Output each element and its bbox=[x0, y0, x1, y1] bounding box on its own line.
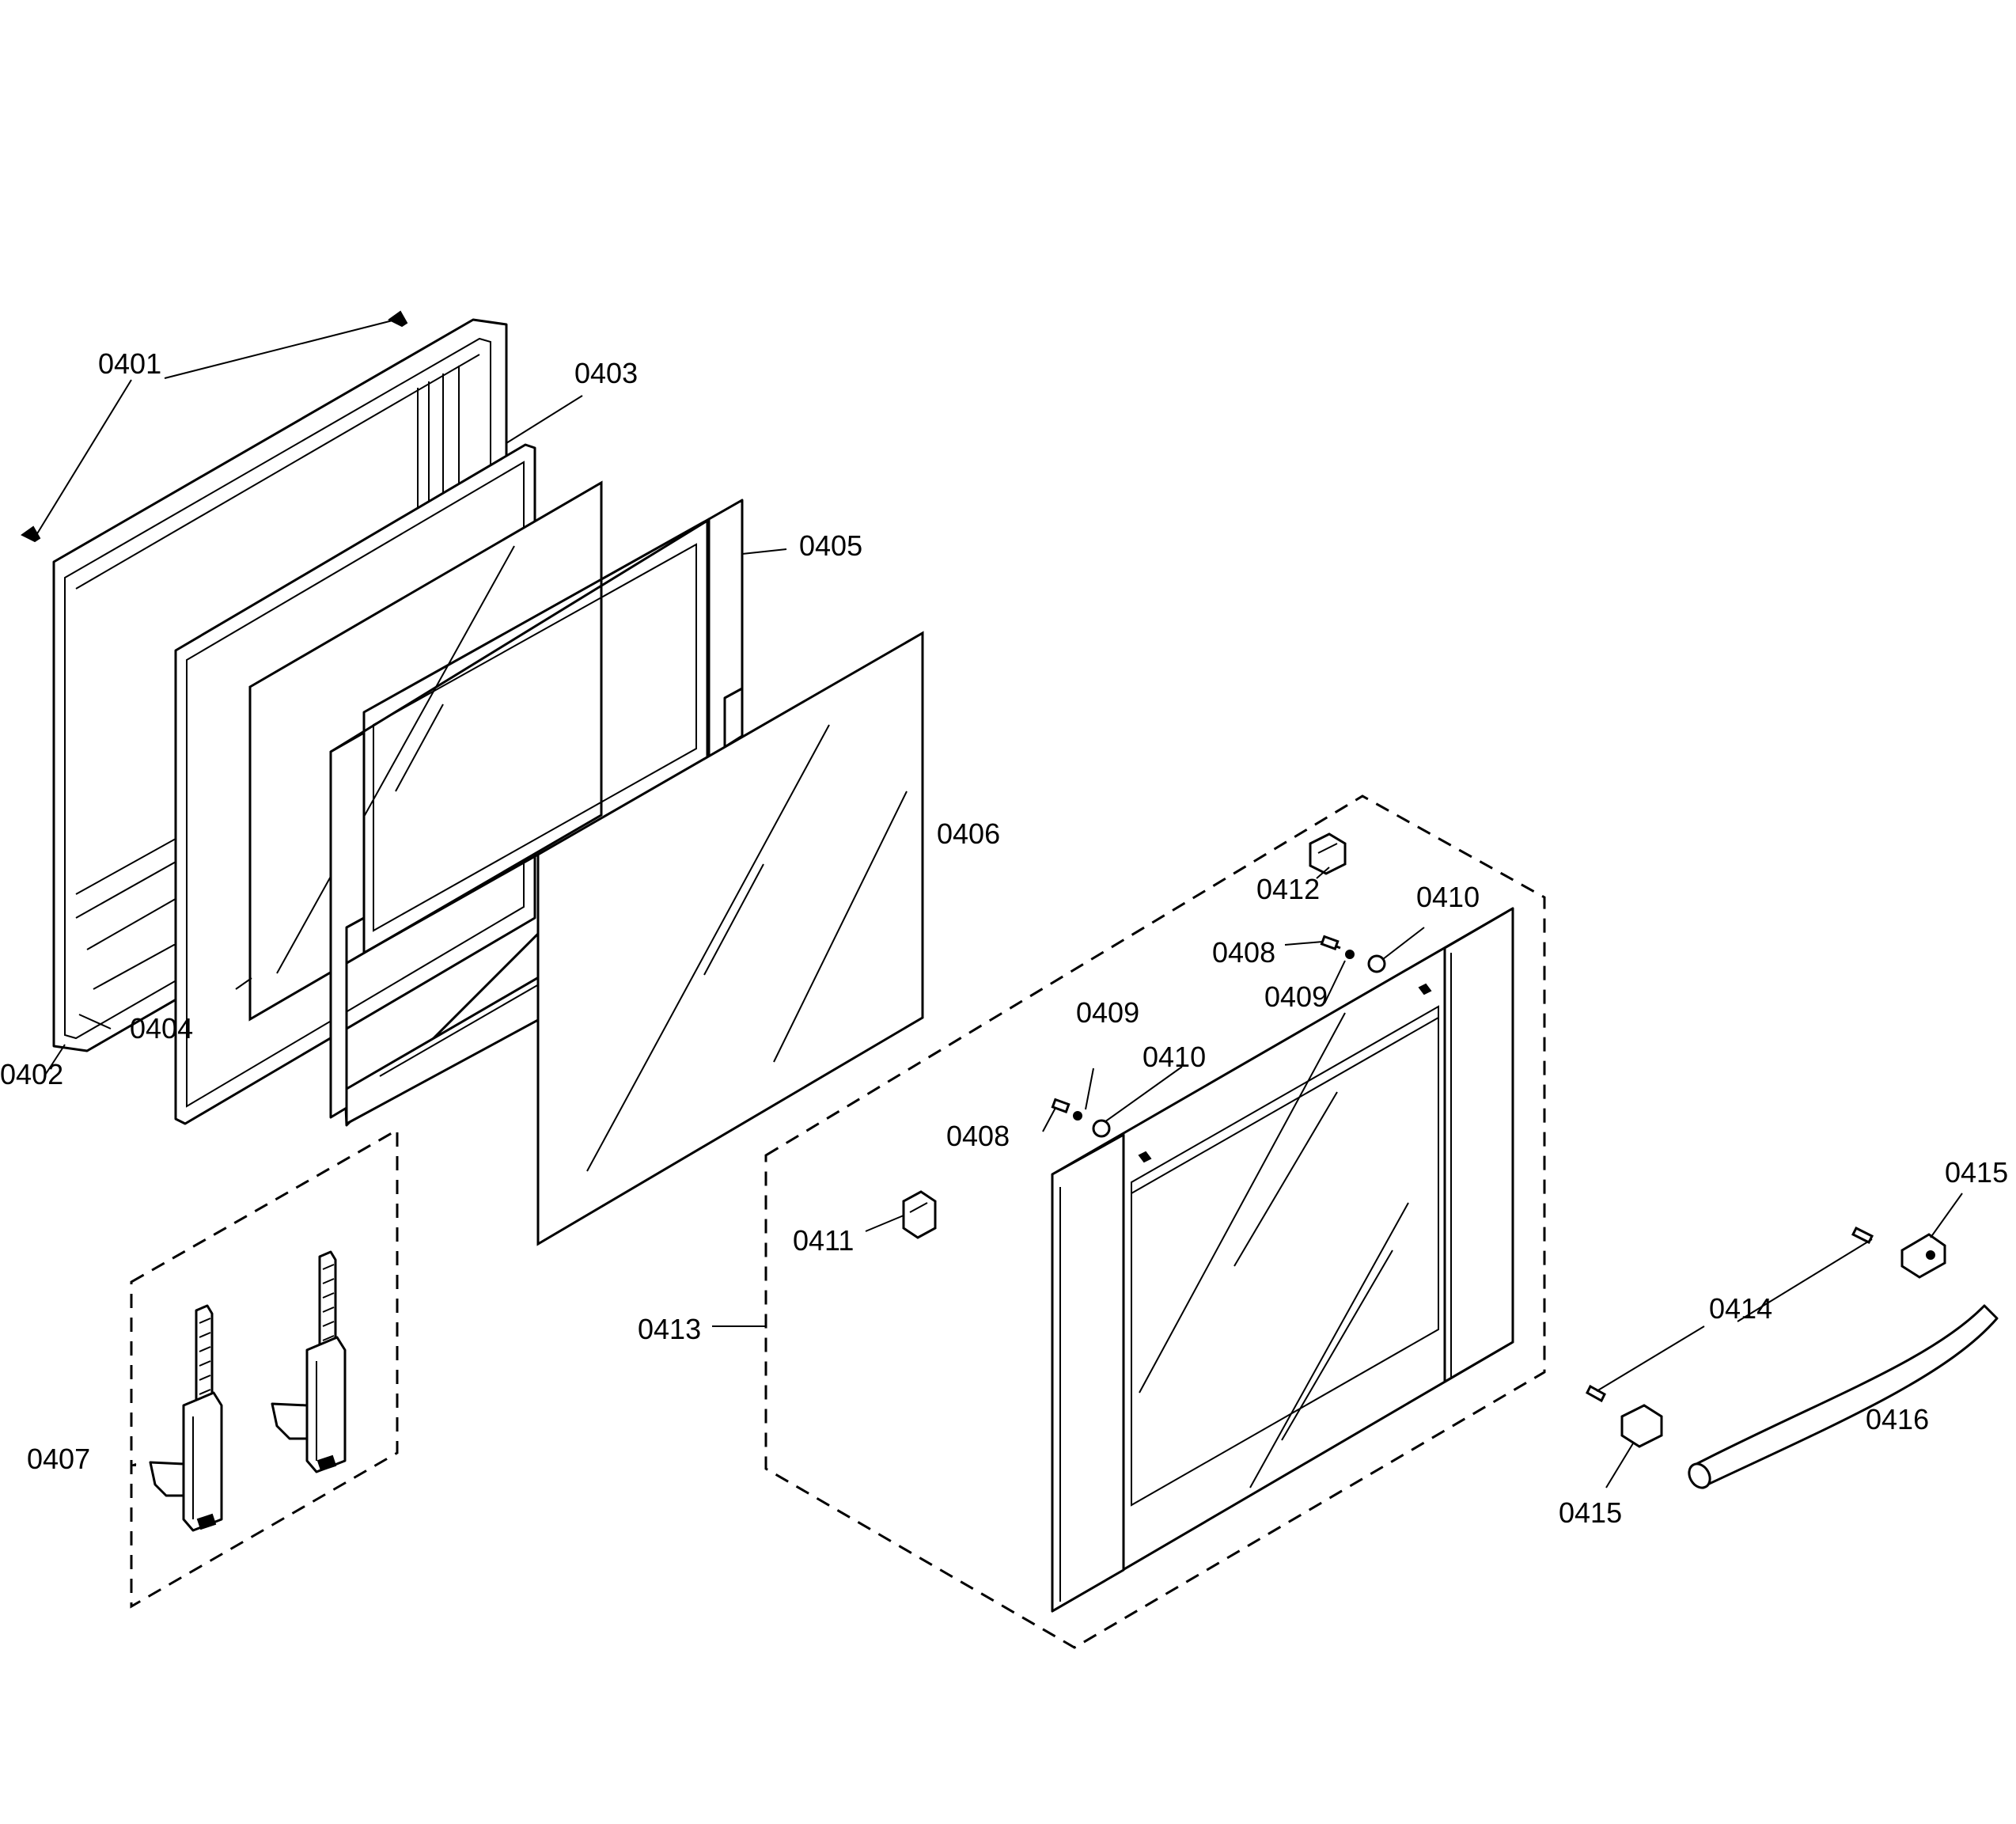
callout-0406: 0406 bbox=[937, 817, 1000, 850]
outer-glass-0406 bbox=[536, 631, 924, 1246]
fasteners-lower bbox=[1051, 1098, 1111, 1138]
callout-0415-lower: 0415 bbox=[1559, 1496, 1622, 1529]
bracket-0412 bbox=[1309, 832, 1347, 875]
hinge-left bbox=[149, 1304, 223, 1532]
end-cap-0415-lower bbox=[1620, 1404, 1663, 1448]
callout-0409-lower: 0409 bbox=[1076, 996, 1139, 1029]
fasteners-upper bbox=[1320, 935, 1386, 973]
callout-0403: 0403 bbox=[574, 357, 638, 389]
pin-0414-lower bbox=[1586, 1384, 1606, 1403]
screw-0401-bottom bbox=[21, 525, 41, 543]
callout-0402: 0402 bbox=[0, 1058, 63, 1090]
end-cap-0415-upper bbox=[1900, 1233, 1946, 1279]
callout-0408-lower: 0408 bbox=[946, 1120, 1010, 1152]
bracket-0411 bbox=[902, 1190, 937, 1239]
handle-bar-0416 bbox=[1688, 1304, 1999, 1489]
pin-0414-upper bbox=[1851, 1226, 1874, 1245]
callout-0411: 0411 bbox=[793, 1224, 854, 1257]
callout-0408-upper: 0408 bbox=[1212, 936, 1275, 969]
callout-0409-upper: 0409 bbox=[1264, 980, 1328, 1013]
callout-0407: 0407 bbox=[27, 1443, 90, 1475]
screw-0401-top bbox=[388, 310, 408, 328]
callout-0413: 0413 bbox=[638, 1313, 701, 1345]
callout-0401: 0401 bbox=[98, 347, 161, 380]
outer-door-panel bbox=[1051, 907, 1514, 1613]
outer-door-group-0413 bbox=[764, 794, 1546, 1649]
callout-0404: 0404 bbox=[130, 1012, 193, 1045]
leader-lines bbox=[36, 319, 1963, 1488]
hinge-group-0407 bbox=[130, 1128, 399, 1609]
callout-0415-upper: 0415 bbox=[1945, 1156, 2008, 1189]
callout-0410-lower: 0410 bbox=[1143, 1041, 1206, 1073]
callout-0416: 0416 bbox=[1866, 1403, 1929, 1435]
callout-0410-upper: 0410 bbox=[1416, 881, 1480, 913]
callout-0414: 0414 bbox=[1709, 1292, 1772, 1325]
callout-labels: 0401 0402 0403 0404 0405 0406 0407 0408 … bbox=[0, 347, 2008, 1529]
callout-0412: 0412 bbox=[1256, 873, 1320, 905]
callout-0405: 0405 bbox=[799, 529, 862, 562]
hinge-right bbox=[271, 1250, 347, 1473]
